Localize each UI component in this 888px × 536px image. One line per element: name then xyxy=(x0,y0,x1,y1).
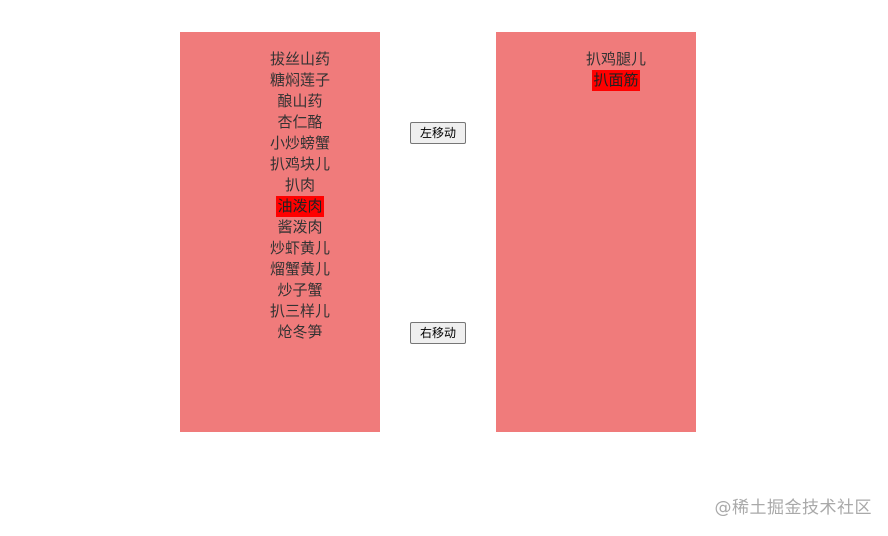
list-item[interactable]: 熘蟹黄儿 xyxy=(269,260,330,278)
list-item[interactable]: 炝冬笋 xyxy=(277,323,323,341)
list-item[interactable]: 小炒螃蟹 xyxy=(269,134,330,152)
list-item[interactable]: 炒子蟹 xyxy=(277,281,323,299)
list-item[interactable]: 酱泼肉 xyxy=(277,218,323,236)
list-item-selected[interactable]: 油泼肉 xyxy=(276,196,324,217)
list-item[interactable]: 炒虾黄儿 xyxy=(269,239,330,257)
list-item[interactable]: 扒鸡块儿 xyxy=(269,155,330,173)
right-list: 扒鸡腿儿 扒面筋 xyxy=(496,32,696,91)
watermark: @稀土掘金技术社区 xyxy=(714,498,872,518)
left-list-box: 拔丝山药 糖焖莲子 酿山药 杏仁酪 小炒螃蟹 扒鸡块儿 扒肉 油泼肉 酱泼肉 炒… xyxy=(180,32,380,432)
list-item[interactable]: 酿山药 xyxy=(277,92,323,110)
list-item[interactable]: 扒三样儿 xyxy=(269,302,330,320)
list-item[interactable]: 扒鸡腿儿 xyxy=(585,50,646,68)
right-list-box: 扒鸡腿儿 扒面筋 xyxy=(496,32,696,432)
list-item[interactable]: 糖焖莲子 xyxy=(269,71,330,89)
move-left-button[interactable]: 左移动 xyxy=(410,122,466,144)
list-item[interactable]: 扒肉 xyxy=(284,176,315,194)
left-list: 拔丝山药 糖焖莲子 酿山药 杏仁酪 小炒螃蟹 扒鸡块儿 扒肉 油泼肉 酱泼肉 炒… xyxy=(180,32,380,343)
move-right-button[interactable]: 右移动 xyxy=(410,322,466,344)
list-item-selected[interactable]: 扒面筋 xyxy=(592,70,640,91)
list-item[interactable]: 拔丝山药 xyxy=(269,50,330,68)
list-item[interactable]: 杏仁酪 xyxy=(277,113,323,131)
